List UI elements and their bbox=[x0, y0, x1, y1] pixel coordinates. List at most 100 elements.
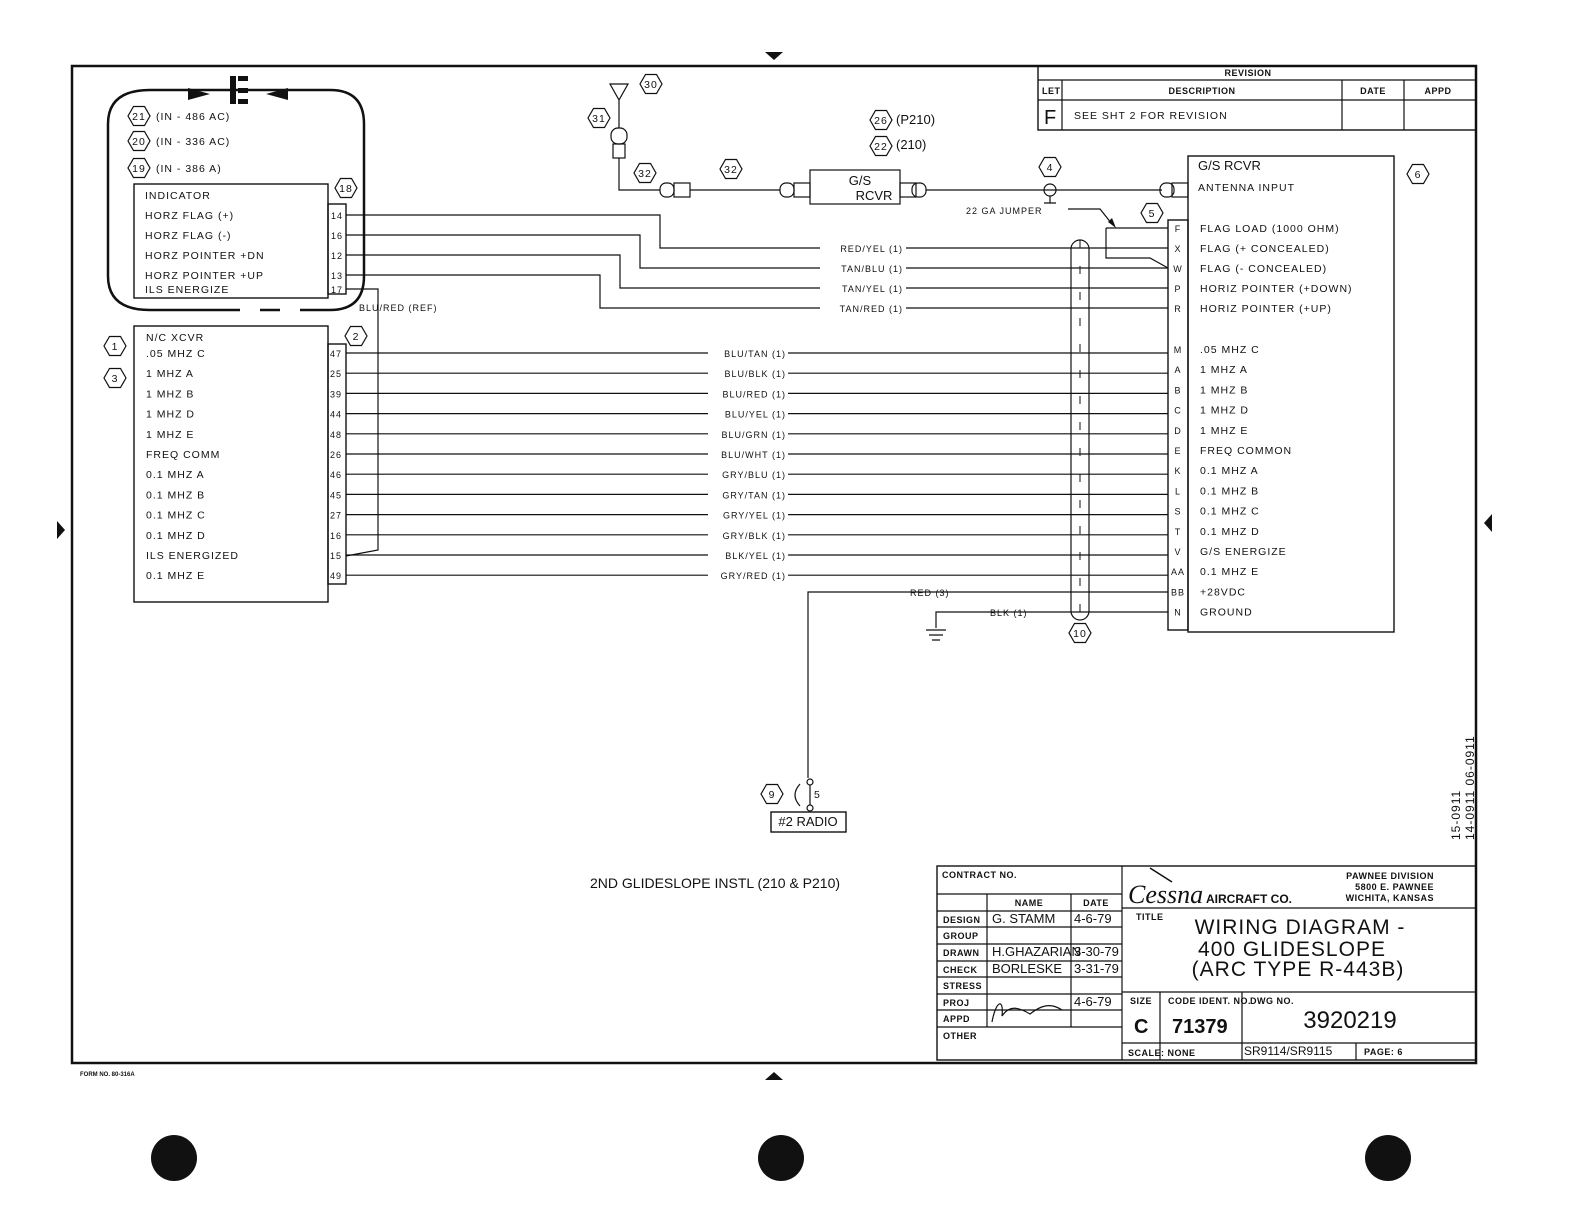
power-ground: RED (3) BLK (1) 5 #2 RADIO bbox=[770, 588, 1168, 833]
gs-receiver-pin: P bbox=[1174, 284, 1181, 294]
callout-4-hex bbox=[1038, 156, 1062, 178]
title-line-2: 400 GLIDESLOPE bbox=[1198, 938, 1386, 961]
gs-receiver-pin: C bbox=[1174, 406, 1182, 416]
wire-label-mask bbox=[826, 262, 906, 274]
revision-col-appd: APPD bbox=[1424, 86, 1451, 96]
titleblock-name: BORLESKE bbox=[992, 961, 1062, 976]
callout-10: 10 bbox=[1068, 622, 1092, 644]
left-center-mark bbox=[57, 521, 65, 539]
gs-receiver-row-label: 0.1 MHZ B bbox=[1200, 485, 1259, 497]
coax-plug-1 bbox=[659, 182, 675, 198]
size-label: SIZE bbox=[1130, 996, 1152, 1006]
bottom-center-mark bbox=[765, 1072, 783, 1080]
wire-harness: RED/YEL (1)TAN/BLU (1)TAN/YEL (1)TAN/RED… bbox=[345, 214, 1168, 582]
form-number: FORM NO. 80-316A bbox=[80, 1072, 135, 1078]
xcvr-row-label: 0.1 MHZ B bbox=[146, 489, 205, 501]
indicator-ref-callout-1-number: 20 bbox=[132, 136, 146, 148]
callout-30-hex bbox=[639, 73, 663, 95]
callout-32b-number: 32 bbox=[724, 164, 738, 176]
wire-label-mask bbox=[708, 347, 788, 359]
gs-receiver-row-label: FLAG (- CONCEALED) bbox=[1200, 263, 1327, 275]
titleblock-role: DRAWN bbox=[943, 948, 980, 958]
sheet-border bbox=[70, 64, 1478, 1065]
xcvr-wire-label: GRY/BLU (1) bbox=[722, 470, 786, 480]
gs-receiver-pin: W bbox=[1173, 264, 1183, 274]
callout-31: 31 bbox=[587, 107, 611, 129]
top-center-mark bbox=[765, 52, 783, 60]
wire-label-mask bbox=[708, 427, 788, 440]
antenna-group: G/S RCVR (P210) (210) bbox=[608, 83, 1189, 205]
antenna-icon bbox=[608, 83, 630, 128]
xcvr-row-label: .05 MHZ C bbox=[146, 348, 206, 360]
xcvr-wire-label: GRY/BLK (1) bbox=[723, 531, 786, 541]
gs-receiver-title: G/S RCVR bbox=[1198, 158, 1261, 173]
titleblock-role: STRESS bbox=[943, 981, 982, 991]
callout-6-number: 6 bbox=[1415, 169, 1422, 181]
indicator-wire-label: TAN/RED (1) bbox=[840, 304, 903, 314]
xcvr-pin: 15 bbox=[330, 551, 342, 561]
titleblock-date: 3-30-79 bbox=[1074, 944, 1119, 959]
xcvr-wire-label: BLU/WHT (1) bbox=[721, 450, 786, 460]
revision-col-let: LET bbox=[1042, 86, 1061, 96]
callout-10-number: 10 bbox=[1073, 628, 1087, 640]
wire-label-mask bbox=[826, 282, 906, 294]
brand-logo: Cessna bbox=[1128, 880, 1203, 909]
titleblock-role: GROUP bbox=[943, 931, 979, 941]
date-header: DATE bbox=[1083, 898, 1109, 908]
titleblock-name: H.GHAZARIAN bbox=[992, 944, 1081, 959]
xcvr-pin: 46 bbox=[330, 470, 342, 480]
side-code-2: 14-0911 06-0911 bbox=[1463, 735, 1477, 840]
gs-receiver-pin: K bbox=[1174, 466, 1181, 476]
xcvr-title: N/C XCVR bbox=[146, 332, 204, 344]
division-line-3: WICHITA, KANSAS bbox=[1346, 893, 1434, 903]
ground-wire-label: BLK (1) bbox=[990, 608, 1028, 618]
gs-receiver-row-label: 0.1 MHZ C bbox=[1200, 506, 1260, 518]
indicator-ref-callout-1: 20 bbox=[127, 130, 151, 152]
gs-receiver-pin: D bbox=[1174, 426, 1182, 436]
xcvr-row-label: 1 MHZ B bbox=[146, 388, 194, 400]
xcvr-row-label: 1 MHZ D bbox=[146, 409, 195, 421]
wire-label-mask bbox=[708, 448, 788, 460]
power-wire-label: RED (3) bbox=[910, 588, 950, 598]
gs-receiver-row-label: +28VDC bbox=[1200, 586, 1246, 598]
indicator-title: INDICATOR bbox=[145, 190, 211, 202]
indicator-ref-text-2: (IN - 386 A) bbox=[156, 163, 222, 175]
code-ident-label: CODE IDENT. NO. bbox=[1168, 996, 1251, 1006]
callout-5-hex bbox=[1140, 202, 1164, 224]
xcvr-callout-3: 3 bbox=[103, 367, 127, 389]
indicator-callout-number: 18 bbox=[339, 183, 353, 195]
proj-signature bbox=[991, 1003, 1063, 1023]
side-code-1: 15-0911 bbox=[1449, 790, 1463, 840]
xcvr-wire-label: BLU/BLK (1) bbox=[724, 369, 786, 379]
callout-31-hex bbox=[587, 107, 611, 129]
indicator-callout-hex bbox=[334, 177, 358, 199]
title-label: TITLE bbox=[1136, 912, 1164, 922]
titleblock-name: G. STAMM bbox=[992, 911, 1055, 926]
xcvr-pin: 16 bbox=[330, 531, 342, 541]
xcvr-wire-label: GRY/RED (1) bbox=[721, 571, 786, 581]
wire-label-mask bbox=[708, 387, 788, 400]
xcvr-callout-2: 2 bbox=[344, 325, 368, 347]
gs-receiver-row-label: 1 MHZ B bbox=[1200, 384, 1248, 396]
gs-receiver-pin: X bbox=[1174, 244, 1181, 254]
indicator-group: 21(IN - 486 AC)20(IN - 336 AC)19(IN - 38… bbox=[106, 76, 437, 313]
indicator-row-label: HORZ POINTER +UP bbox=[145, 270, 264, 282]
xcvr-wire-label: BLK/YEL (1) bbox=[725, 551, 786, 561]
gs-receiver-row-label: FLAG LOAD (1000 OHM) bbox=[1200, 223, 1340, 235]
xcvr-row-label: FREQ COMM bbox=[146, 449, 220, 461]
company-name: AIRCRAFT CO. bbox=[1206, 892, 1292, 906]
gs-receiver-pin: B bbox=[1174, 385, 1181, 395]
wire-label-mask bbox=[708, 468, 788, 481]
gs-receiver-row-label: 0.1 MHZ A bbox=[1200, 465, 1259, 477]
xcvr-callout-2-hex bbox=[344, 325, 368, 347]
xcvr-wire-label: BLU/GRN (1) bbox=[721, 430, 786, 440]
callout-22: 22 bbox=[869, 135, 893, 157]
wire-label-mask bbox=[826, 242, 906, 254]
xcvr-pin: 48 bbox=[330, 430, 342, 440]
callout-4: 4 bbox=[1038, 156, 1062, 178]
xcvr-wire-label: BLU/YEL (1) bbox=[725, 410, 786, 420]
gs-receiver-row-label: 0.1 MHZ E bbox=[1200, 566, 1259, 578]
titleblock-date: 4-6-79 bbox=[1074, 911, 1112, 926]
xcvr-wire-label: BLU/TAN (1) bbox=[724, 349, 786, 359]
